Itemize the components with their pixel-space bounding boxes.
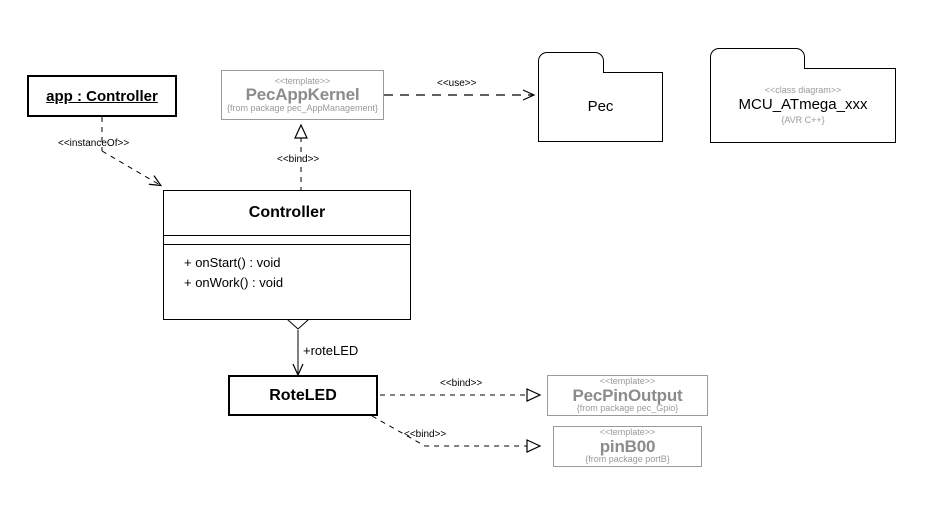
class-controller-operation: + onWork() : void	[184, 275, 284, 291]
package-mcu-tab-seam	[711, 68, 804, 70]
template-pec-app-kernel-from: {from package pec_AppManagement}	[226, 102, 379, 113]
class-controller[interactable]: Controller + onStart() : void + onWork()…	[163, 190, 411, 320]
template-pin-b00-name: pinB00	[599, 436, 656, 456]
edge-label-use: <<use>>	[437, 78, 477, 89]
package-mcu-stereotype: <<class diagram>>	[764, 84, 842, 95]
package-pec-body: Pec	[538, 72, 663, 142]
template-pec-app-kernel[interactable]: <<template>> PecAppKernel {from package …	[221, 70, 384, 120]
package-pec-tab-seam	[539, 72, 603, 74]
template-pec-pin-output[interactable]: <<template>> PecPinOutput {from package …	[547, 375, 708, 416]
edge-label-bind-controller-kernel: <<bind>>	[277, 154, 320, 165]
class-controller-operation: + onStart() : void	[184, 255, 281, 270]
package-pec[interactable]: Pec	[538, 52, 663, 142]
template-pin-b00[interactable]: <<template>> pinB00 {from package portB}	[553, 426, 702, 467]
template-stereotype: <<template>>	[274, 75, 331, 86]
edge-label-bind-pinb00: <<bind>>	[404, 429, 447, 440]
class-controller-operations-compartment: + onStart() : void + onWork() : void	[164, 245, 410, 293]
template-pec-pin-output-name: PecPinOutput	[572, 385, 683, 405]
package-mcu-tab	[710, 48, 805, 70]
class-controller-name: Controller	[248, 204, 326, 221]
template-stereotype: <<template>>	[599, 376, 656, 387]
package-mcu-body: <<class diagram>> MCU_ATmega_xxx {AVR C+…	[710, 68, 896, 143]
package-pec-tab	[538, 52, 604, 74]
edge-label-role-roteled: +roteLED	[303, 343, 359, 358]
edge-label-bind-pinoutput: <<bind>>	[440, 378, 483, 389]
object-app-controller-label: app : Controller	[46, 87, 158, 105]
class-controller-name-compartment: Controller	[164, 191, 410, 236]
object-app-controller[interactable]: app : Controller	[27, 75, 177, 117]
edge-bind-roteled-pinb00	[371, 415, 542, 453]
package-mcu-note: {AVR C++}	[781, 114, 825, 125]
edge-instance-of	[101, 117, 163, 187]
template-pin-b00-from: {from package portB}	[585, 454, 670, 465]
template-pec-pin-output-from: {from package pec_Gpio}	[576, 403, 679, 414]
edge-label-instance-of: <<instanceOf>>	[58, 138, 130, 149]
package-pec-name: Pec	[587, 97, 614, 115]
package-mcu-name: MCU_ATmega_xxx	[738, 96, 868, 114]
class-controller-attributes-compartment	[164, 236, 410, 245]
template-stereotype: <<template>>	[599, 427, 656, 438]
package-mcu-atmega[interactable]: <<class diagram>> MCU_ATmega_xxx {AVR C+…	[710, 48, 896, 143]
template-pec-app-kernel-name: PecAppKernel	[245, 85, 360, 105]
class-rote-led-name: RoteLED	[269, 386, 337, 404]
class-rote-led[interactable]: RoteLED	[228, 375, 378, 416]
